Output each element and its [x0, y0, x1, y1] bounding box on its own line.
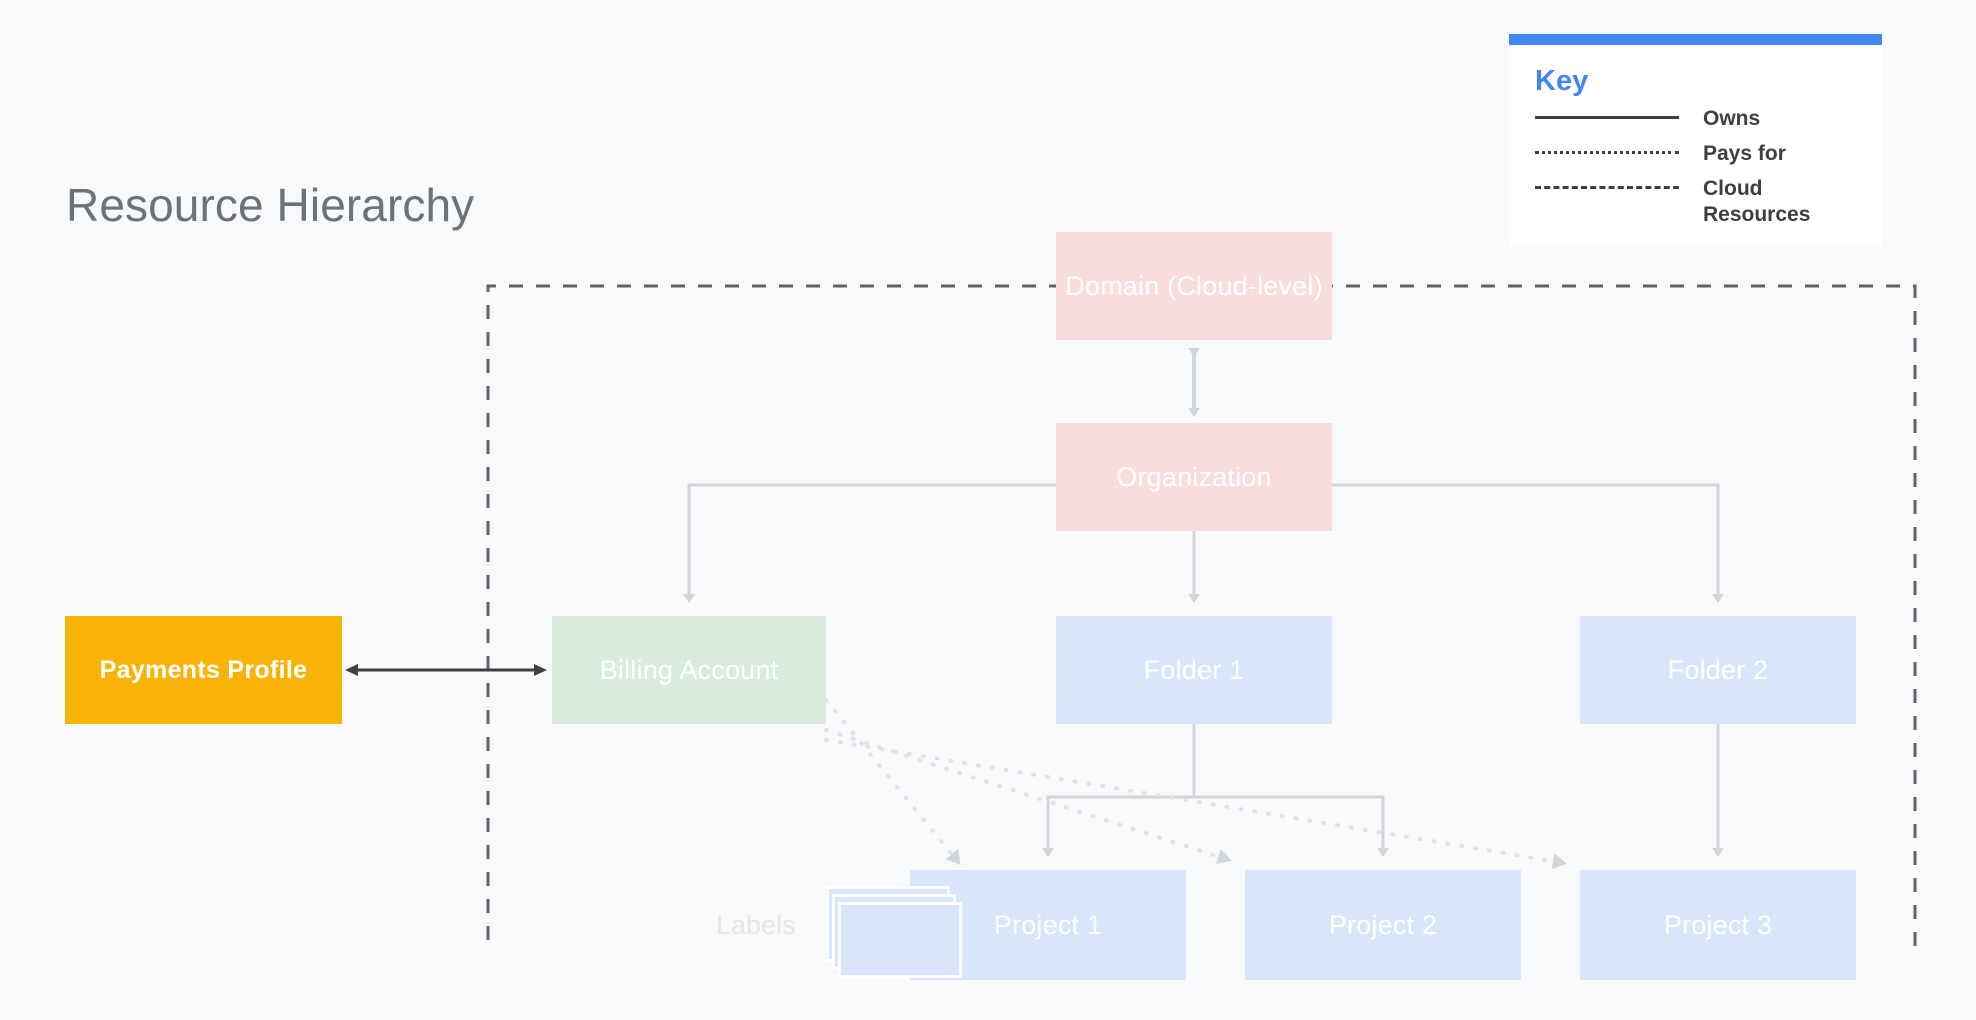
node-project-3[interactable]: Project 3	[1580, 870, 1856, 980]
node-payments-profile[interactable]: Payments Profile	[65, 616, 342, 724]
key-label-owns: Owns	[1703, 107, 1761, 130]
node-billing-account-label: Billing Account	[599, 654, 779, 685]
labels-caption: Labels	[716, 910, 796, 940]
node-project-3-label: Project 3	[1663, 909, 1773, 940]
key-panel: Key Owns Pays for Cloud Resources	[1509, 34, 1882, 248]
solid-line-icon	[1535, 106, 1679, 128]
key-title: Key	[1535, 65, 1589, 97]
node-project-1[interactable]: Project 1	[910, 870, 1186, 980]
key-body: Key Owns Pays for Cloud Resources	[1509, 45, 1882, 247]
dashed-line-icon	[1535, 176, 1679, 198]
key-row-pays-for: Pays for	[1535, 141, 1856, 176]
node-payments-profile-label: Payments Profile	[99, 655, 308, 684]
key-row-owns: Owns	[1535, 106, 1856, 141]
key-accent-bar	[1509, 34, 1882, 45]
node-organization[interactable]: Organization	[1056, 423, 1332, 531]
node-organization-label: Organization	[1116, 461, 1272, 492]
node-folder-1[interactable]: Folder 1	[1056, 616, 1332, 724]
node-project-2[interactable]: Project 2	[1245, 870, 1521, 980]
node-folder-1-label: Folder 1	[1143, 654, 1245, 685]
node-folder-2[interactable]: Folder 2	[1580, 616, 1856, 724]
edge-organization-folder2	[1332, 483, 1724, 603]
node-domain-label: Domain (Cloud-level)	[1065, 270, 1323, 301]
edge-organization-billing	[683, 483, 1056, 603]
key-row-cloud-resources: Cloud Resources	[1535, 176, 1856, 227]
node-project-2-label: Project 2	[1328, 909, 1438, 940]
key-label-pays-for: Pays for	[1703, 142, 1786, 165]
dotted-line-icon	[1535, 141, 1679, 163]
page-title: Resource Hierarchy	[66, 179, 475, 231]
node-folder-2-label: Folder 2	[1667, 654, 1769, 685]
labels-stack-icon	[826, 886, 966, 978]
node-billing-account[interactable]: Billing Account	[552, 616, 826, 724]
key-label-cloud-resources: Cloud Resources	[1703, 177, 1811, 226]
edge-billing-pays-for	[824, 698, 1567, 870]
stack-card-front	[838, 902, 962, 978]
node-domain[interactable]: Domain (Cloud-level)	[1056, 232, 1332, 340]
node-project-1-label: Project 1	[993, 909, 1103, 940]
edge-folder1-projects	[1042, 724, 1389, 857]
